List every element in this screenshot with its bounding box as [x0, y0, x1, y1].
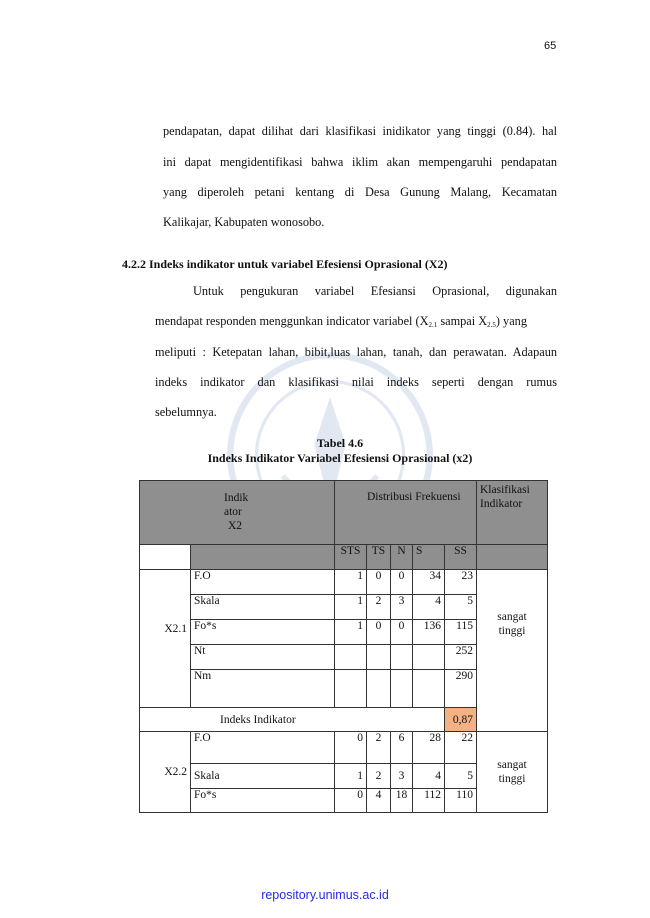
cell-value: 110 — [444, 788, 477, 813]
cell-value — [366, 644, 391, 670]
index-label: Indeks Indikator — [220, 713, 296, 726]
paragraph2-line2: mendapat responden menggunkan indicator … — [155, 314, 557, 329]
empty-cell — [139, 544, 191, 570]
cell-value — [334, 644, 367, 670]
cell-value: 0 — [390, 619, 413, 645]
cell-value: 5 — [444, 594, 477, 620]
group-label-x22: X2.2 — [139, 731, 191, 813]
page-number: 65 — [544, 40, 557, 52]
repository-footer-link[interactable]: repository.unimus.ac.id — [261, 888, 389, 902]
cell-value — [412, 669, 445, 708]
header-klasifikasi-line1: Klasifikasi — [480, 484, 530, 496]
cell-value: 1 — [334, 569, 367, 595]
cell-value: 18 — [390, 788, 413, 813]
cell-value: 4 — [366, 788, 391, 813]
row-name: Skala — [190, 594, 335, 620]
subscript-x25: 2.5 — [487, 321, 496, 329]
group1-classification-line1: sangat — [497, 611, 527, 623]
row-name: Nm — [190, 669, 335, 708]
section-heading: 4.2.2 Indeks indikator untuk variabel Ef… — [122, 257, 448, 271]
cell-value: 5 — [444, 763, 477, 789]
cell-value: 2 — [366, 731, 391, 764]
cell-value: 1 — [334, 594, 367, 620]
cell-value: 23 — [444, 569, 477, 595]
cell-value: 1 — [334, 619, 367, 645]
cell-value: 3 — [390, 594, 413, 620]
paragraph2-line4: indeks indikator dan klasifikasi nilai i… — [155, 375, 557, 389]
group2-label: X2.2 — [164, 766, 187, 778]
cell-value: 0 — [334, 731, 367, 764]
row-name: Skala — [190, 763, 335, 789]
header-indikator-line1: Indik — [224, 492, 249, 504]
empty-header-cell — [190, 544, 335, 570]
cell-value: 112 — [412, 788, 445, 813]
header-distribusi-label: Distribusi Frekuensi — [367, 491, 461, 503]
cell-value: 22 — [444, 731, 477, 764]
paragraph2-line2-part3: ) yang — [495, 314, 527, 328]
row-name: F.O — [190, 569, 335, 595]
cell-value: 2 — [366, 594, 391, 620]
header-klasifikasi: Klasifikasi Indikator — [476, 480, 548, 545]
cell-value — [366, 669, 391, 708]
cell-value: 2 — [366, 763, 391, 789]
paragraph2-line2-part1: mendapat responden menggunkan indicator … — [155, 314, 429, 328]
group2-classification: sangat tinggi — [476, 731, 548, 813]
scale-header-ts: TS — [366, 544, 391, 570]
cell-value: 136 — [412, 619, 445, 645]
cell-value: 28 — [412, 731, 445, 764]
cell-value: 115 — [444, 619, 477, 645]
cell-value: 252 — [444, 644, 477, 670]
scale-header-sts: STS — [334, 544, 367, 570]
paragraph1-line2: ini dapat mengidentifikasi bahwa iklim a… — [163, 155, 557, 169]
paragraph2-line3: meliputi : Ketepatan lahan, bibit,luas l… — [155, 345, 557, 359]
row-name: Fo*s — [190, 788, 335, 813]
cell-value — [390, 669, 413, 708]
cell-value — [412, 644, 445, 670]
table-caption-title: Indeks Indikator Variabel Efesiensi Opra… — [207, 451, 473, 465]
cell-value: 0 — [366, 619, 391, 645]
header-distribusi: Distribusi Frekuensi — [334, 480, 477, 545]
index-value: 0,87 — [444, 707, 477, 732]
group1-classification-line2: tinggi — [498, 625, 526, 637]
cell-value: 4 — [412, 763, 445, 789]
cell-value — [334, 669, 367, 708]
scale-header-n: N — [390, 544, 413, 570]
row-name: Nt — [190, 644, 335, 670]
cell-value: 34 — [412, 569, 445, 595]
cell-value: 0 — [366, 569, 391, 595]
group1-label: X2.1 — [164, 622, 187, 635]
header-klasifikasi-line2: Indikator — [480, 498, 523, 510]
paragraph2-line5: sebelumnya. — [155, 405, 217, 419]
table-caption-number: Tabel 4.6 — [316, 436, 364, 450]
paragraph1-line4: Kalikajar, Kabupaten wonosobo. — [163, 215, 325, 229]
paragraph1-line1: pendapatan, dapat dilihat dari klasifika… — [163, 124, 557, 138]
indeks-indikator-table: Indik ator X2 Distribusi Frekuensi Klasi… — [139, 480, 548, 813]
header-indikator-line2: ator — [224, 506, 242, 518]
index-label-cell: Indeks Indikator — [139, 707, 445, 732]
paragraph1-line3: yang diperoleh petani kentang di Desa Gu… — [163, 185, 557, 199]
row-name: Fo*s — [190, 619, 335, 645]
scale-header-s: S — [412, 544, 445, 570]
cell-value: 3 — [390, 763, 413, 789]
cell-value: 4 — [412, 594, 445, 620]
group2-classification-line2: tinggi — [498, 773, 526, 785]
subscript-x21: 2.1 — [428, 321, 438, 329]
group1-classification: sangat tinggi — [476, 569, 548, 732]
cell-value: 0 — [334, 788, 367, 813]
group2-classification-line1: sangat — [497, 759, 527, 771]
cell-value: 0 — [390, 569, 413, 595]
paragraph2-line2-part2: sampai X — [437, 314, 488, 328]
cell-value: 6 — [390, 731, 413, 764]
scale-header-ss: SS — [444, 544, 477, 570]
group-label-x21: X2.1 — [139, 569, 191, 708]
cell-value — [390, 644, 413, 670]
row-name: F.O — [190, 731, 335, 764]
cell-value: 290 — [444, 669, 477, 708]
empty-header-cell — [476, 544, 548, 570]
paragraph2-line1: Untuk pengukuran variabel Efesiansi Opra… — [193, 284, 557, 298]
cell-value: 1 — [334, 763, 367, 789]
header-indikator-line3: X2 — [228, 520, 243, 532]
header-indikator: Indik ator X2 — [139, 480, 335, 545]
